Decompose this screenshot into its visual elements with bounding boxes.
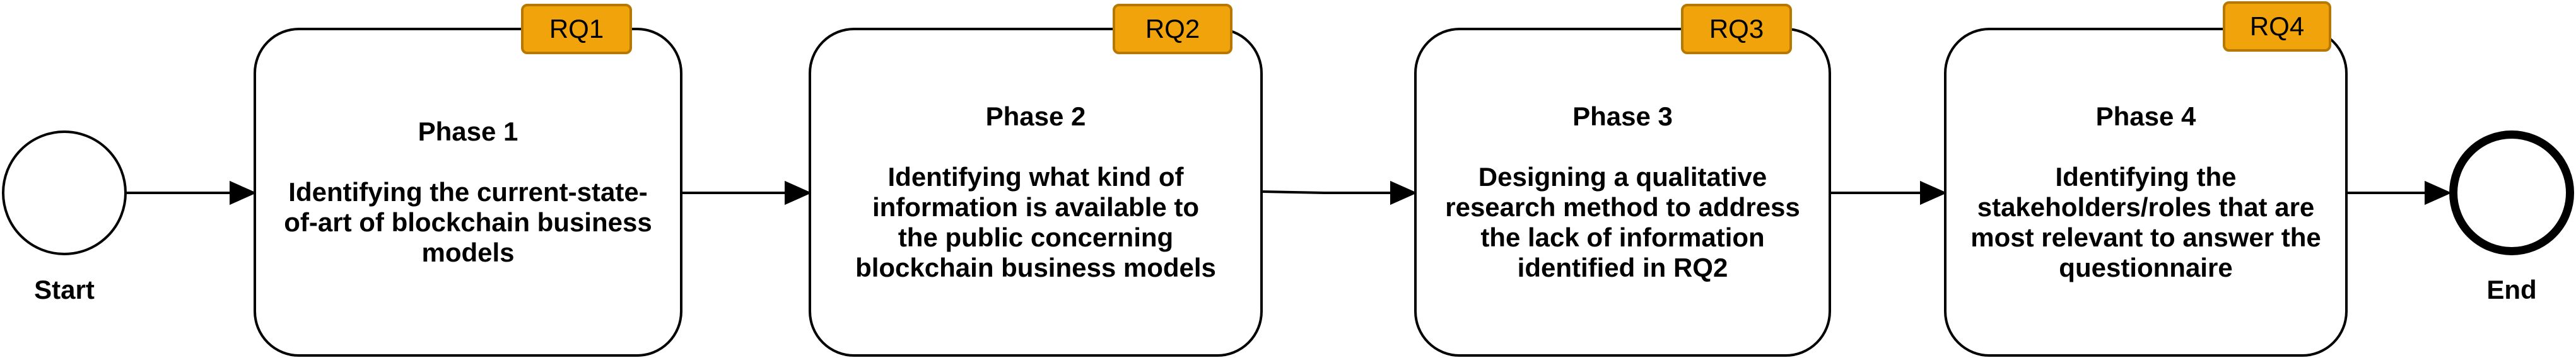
phase-2-description: Identifying what kind of information is … [855,162,1216,282]
phase-1-description: Identifying the current-state- of-art of… [284,177,652,267]
phase-3-box: Phase 3 Designing a qualitative research… [1414,28,1831,357]
phase-4-title: Phase 4 [2095,101,2196,131]
phase-1-title: Phase 1 [418,117,518,146]
phase-2-box: Phase 2 Identifying what kind of informa… [809,28,1263,357]
start-label: Start [34,275,95,304]
phase-1-box: Phase 1 Identifying the current-state- o… [254,28,682,357]
phase-3-title: Phase 3 [1572,101,1673,131]
end-label: End [2486,275,2537,304]
phase-2-title: Phase 2 [985,101,1086,131]
end-event [2449,130,2574,255]
phase-4-description: Identifying the stakeholders/roles that … [1970,162,2321,282]
phase-3-description: Designing a qualitative research method … [1445,162,1800,282]
arrow-phase-2-to-phase-3 [1262,190,1394,194]
phase-2-rq-badge: RQ2 [1113,4,1232,54]
start-event [2,130,127,255]
phase-4-box: Phase 4 Identifying the stakeholders/rol… [1944,28,2348,357]
phase-3-rq-badge: RQ3 [1681,4,1792,54]
phase-4-rq-badge: RQ4 [2223,1,2331,52]
phase-1-rq-badge: RQ1 [521,4,632,54]
